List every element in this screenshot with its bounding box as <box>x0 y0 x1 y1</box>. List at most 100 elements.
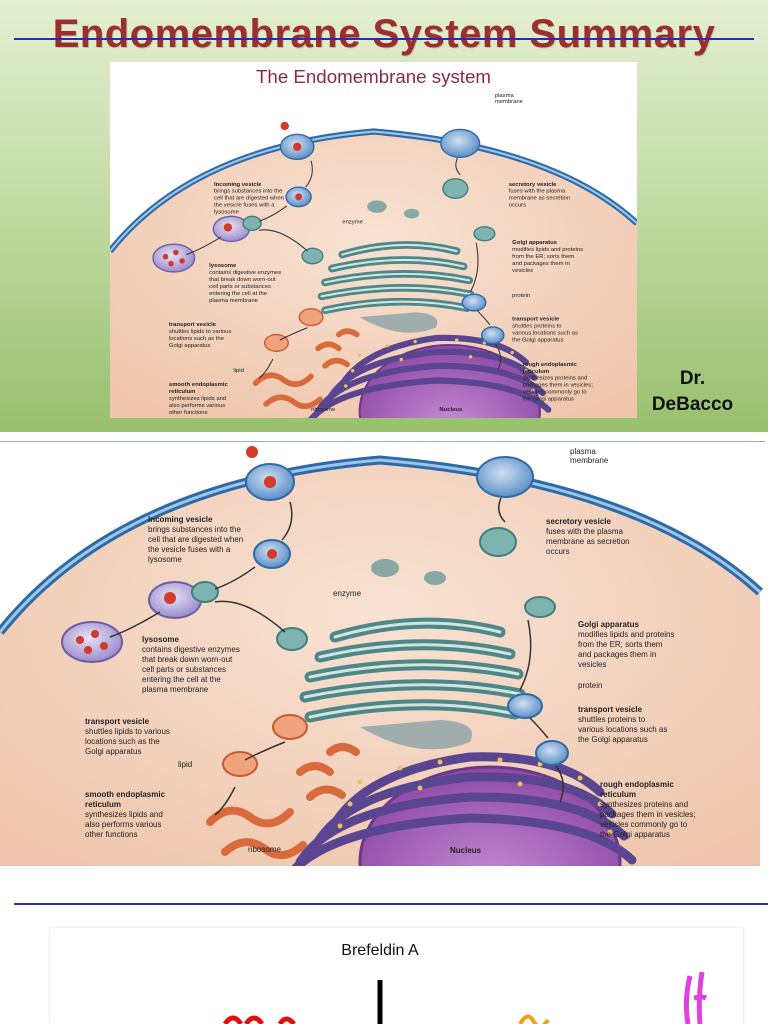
label-transport-left-1: shuttles lipids to various <box>169 329 232 335</box>
label-transport-left-large-1: shuttles lipids to various <box>85 727 170 736</box>
label-rough-er-large-3: synthesizes proteins and <box>600 800 688 809</box>
label-ribosome: ribosome <box>311 407 336 413</box>
label-incoming-vesicle-large: Incoming vesicle <box>148 515 213 524</box>
label-transport-left-large-2: locations such as the <box>85 737 160 746</box>
slide-title: Endomembrane System Summary <box>52 12 716 56</box>
label-transport-vesicle-left: transport vesicle <box>169 322 217 328</box>
label-smooth-er: smooth endoplasmic <box>169 382 229 388</box>
label-rough-er-6: the Golgi apparatus <box>523 397 574 403</box>
label-transport-left-2: locations such as the <box>169 336 225 342</box>
label-lysosome-5: plasma membrane <box>209 298 258 304</box>
label-nucleus-large: Nucleus <box>450 846 482 855</box>
label-golgi-large-2: from the ER; sorts them <box>578 640 663 649</box>
label-golgi-large: Golgi apparatus <box>578 620 639 629</box>
label-golgi: Golgi apparatus <box>512 240 558 246</box>
label-incoming-1: brings substances into the <box>214 189 283 195</box>
label-secretory-large-3: occurs <box>546 547 570 556</box>
label-secretory-large-1: fuses with the plasma <box>546 527 623 536</box>
label-lysosome-large-2: that break down worn-out <box>142 655 233 664</box>
label-rough-er-large-6: the Golgi apparatus <box>600 830 670 839</box>
label-golgi-large-4: vesicles <box>578 660 606 669</box>
label-rough-er-3: synthesizes proteins and <box>523 376 588 382</box>
author: Dr. DeBacco <box>640 366 745 418</box>
label-lysosome-large-5: plasma membrane <box>142 685 209 694</box>
label-transport-vesicle-left-large: transport vesicle <box>85 717 150 726</box>
label-rough-er-large: rough endoplasmic <box>600 780 674 789</box>
label-rough-er-large-4: packages them in vesicles; <box>600 810 696 819</box>
label-transport-right-2: various locations such as <box>512 331 578 337</box>
label-incoming-large-3: the vesicle fuses with a <box>148 545 231 554</box>
label-smooth-er-4: also performs various <box>169 403 225 409</box>
label-rough-er-large-2: reticulum <box>600 790 636 799</box>
brefeldin-sketch <box>222 971 708 1024</box>
label-transport-left-large-3: Golgi apparatus <box>85 747 141 756</box>
label-incoming-4: lysosome <box>214 210 240 216</box>
figure-heading: The Endomembrane system <box>256 66 491 87</box>
label-lipid: lipid <box>233 368 243 374</box>
label-ribosome-large: ribosome <box>248 845 281 854</box>
label-smooth-er-large-4: also performs various <box>85 820 161 829</box>
label-secretory-1: fuses with the plasma <box>509 189 566 195</box>
title-underline <box>14 38 754 40</box>
label-transport-right-1: shuttles proteins to <box>512 324 562 330</box>
label-secretory-vesicle-large: secretory vesicle <box>546 517 611 526</box>
label-smooth-er-large-5: other functions <box>85 830 137 839</box>
author-line-2: DeBacco <box>651 394 734 415</box>
label-incoming-vesicle: Incoming vesicle <box>214 182 262 188</box>
label-rough-er-large-5: vesicles commonly go to <box>600 820 688 829</box>
label-protein: protein <box>512 293 530 299</box>
red-sketch-marks <box>222 1015 296 1024</box>
label-smooth-er-large: smooth endoplasmic <box>85 790 166 799</box>
endomembrane-diagram-large: plasma membrane Incoming vesicle brings … <box>0 441 765 866</box>
label-golgi-4: vesicles <box>512 268 533 274</box>
label-transport-right-large-2: various locations such as <box>578 725 667 734</box>
label-smooth-er-large-3: synthesizes lipids and <box>85 810 163 819</box>
label-incoming-3: the vesicle fuses with a <box>214 203 275 209</box>
label-transport-right-large-3: the Golgi apparatus <box>578 735 648 744</box>
label-transport-right-3: the Golgi apparatus <box>512 338 563 344</box>
label-lysosome-4: entering the cell at the <box>209 291 268 297</box>
brefeldin-label: Brefeldin A <box>341 942 419 959</box>
label-smooth-er-2: reticulum <box>169 389 195 395</box>
label-protein-large: protein <box>578 681 602 690</box>
label-secretory-3: occurs <box>509 203 526 209</box>
label-enzyme-large: enzyme <box>333 589 362 598</box>
orange-sketch-mark <box>518 1014 550 1024</box>
label-lysosome-3: cell parts or substances <box>209 284 271 290</box>
label-lysosome-large-3: cell parts or substances <box>142 665 226 674</box>
label-nucleus: Nucleus <box>439 407 463 413</box>
label-secretory-large-2: membrane as secretion <box>546 537 630 546</box>
label-smooth-er-3: synthesizes lipids and <box>169 396 226 402</box>
label-rough-er-2: reticulum <box>523 369 549 375</box>
label-plasma-membrane-2: membrane <box>495 99 524 105</box>
label-lysosome: lysosome <box>209 263 237 269</box>
label-plasma-membrane-large-2: membrane <box>570 456 609 465</box>
label-smooth-er-large-2: reticulum <box>85 800 121 809</box>
label-smooth-er-5: other functions <box>169 410 208 416</box>
label-secretory-vesicle: secretory vesicle <box>509 182 557 188</box>
label-golgi-1: modifies lipids and proteins <box>512 247 583 253</box>
label-incoming-large-2: cell that are digested when <box>148 535 243 544</box>
label-incoming-large-1: brings substances into the <box>148 525 241 534</box>
label-transport-vesicle-right-large: transport vesicle <box>578 705 643 714</box>
label-rough-er: rough endoplasmic <box>523 362 578 368</box>
label-golgi-large-3: and packages them in <box>578 650 656 659</box>
label-golgi-3: and packages them in <box>512 261 570 267</box>
label-secretory-2: membrane as secretion <box>509 196 570 202</box>
label-enzyme: enzyme <box>342 219 363 225</box>
label-lysosome-large-4: entering the cell at the <box>142 675 221 684</box>
label-golgi-large-1: modifies lipids and proteins <box>578 630 675 639</box>
label-lysosome-large-1: contains digestive enzymes <box>142 645 240 654</box>
label-lysosome-1: contains digestive enzymes <box>209 270 281 276</box>
label-plasma-membrane-large: plasma <box>570 447 596 456</box>
label-golgi-2: from the ER; sorts them <box>512 254 574 260</box>
label-transport-vesicle-right: transport vesicle <box>512 317 560 323</box>
label-lysosome-large: lysosome <box>142 635 179 644</box>
slide-summary: Endomembrane System Summary The Endomemb… <box>0 0 768 432</box>
label-rough-er-5: vesicles commonly go to <box>523 390 588 396</box>
slide-separator-rule <box>14 903 768 905</box>
label-lysosome-2: that break down worn-out <box>209 277 276 283</box>
label-transport-left-3: Golgi apparatus <box>169 343 211 349</box>
brefeldin-panel: Brefeldin A <box>50 928 743 1024</box>
label-incoming-2: cell that are digested when <box>214 196 284 202</box>
